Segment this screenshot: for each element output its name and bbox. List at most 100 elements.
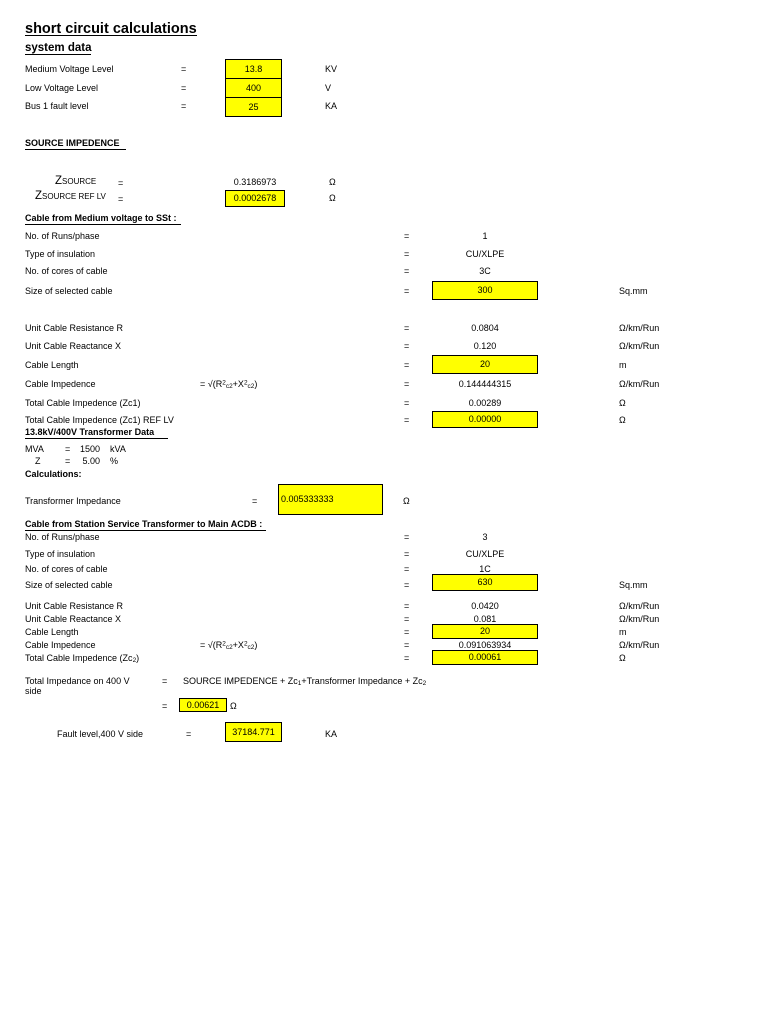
- value-cores-mv: 3C: [479, 266, 491, 276]
- input-low-voltage-level[interactable]: 400: [225, 78, 282, 98]
- equals-sign: =: [404, 415, 410, 425]
- unit-unit-reactance-acdb: Ω/km/Run: [619, 614, 660, 624]
- equals-sign: =: [65, 456, 71, 466]
- label-total-cable-impedance-zc1: Total Cable Impedence (Zc1): [25, 398, 141, 408]
- page-title: short circuit calculations: [25, 21, 197, 37]
- z-source-ref-lv-subscript: SOURCE REF LV: [42, 192, 106, 201]
- input-cable-size-mv[interactable]: 300: [432, 281, 538, 300]
- label-unit-resistance-mv: Unit Cable Resistance R: [25, 323, 124, 333]
- label-z-source-ref-lv: ZSOURCE REF LV: [35, 190, 106, 202]
- label-cable-length-acdb: Cable Length: [25, 627, 79, 637]
- unit-bus1-fault-level: KA: [325, 101, 338, 111]
- equals-sign: =: [404, 614, 410, 624]
- label-insulation-type-mv: Type of insulation: [25, 249, 96, 259]
- equals-sign: =: [404, 532, 410, 542]
- unit-unit-reactance-mv: Ω/km/Run: [619, 341, 660, 351]
- label-unit-resistance-acdb: Unit Cable Resistance R: [25, 601, 124, 611]
- equals-sign: =: [181, 101, 187, 111]
- equals-sign: =: [404, 640, 410, 650]
- equals-sign: =: [162, 701, 168, 711]
- unit-total-impedance: Ω: [230, 701, 237, 711]
- value-cores-acdb: 1C: [479, 564, 491, 574]
- unit-unit-resistance-acdb: Ω/km/Run: [619, 601, 660, 611]
- equals-sign: =: [404, 580, 410, 590]
- value-cable-impedance-mv: 0.144444315: [458, 379, 512, 389]
- equals-sign: =: [186, 729, 192, 739]
- label-bus1-fault-level: Bus 1 fault level: [25, 101, 89, 111]
- value-insulation-type-mv: CU/XLPE: [465, 249, 505, 259]
- equals-sign: =: [162, 676, 168, 686]
- value-cable-impedance-acdb: 0.091063934: [458, 640, 512, 650]
- label-cable-impedance-acdb: Cable Impedence: [25, 640, 96, 650]
- formula-cable-impedance-mv: = √(R2c2+X2c2): [200, 379, 258, 391]
- equals-sign: =: [404, 266, 410, 276]
- label-z-source: ZSOURCE: [55, 175, 96, 187]
- equals-sign: =: [404, 564, 410, 574]
- unit-cable-length-acdb: m: [619, 627, 627, 637]
- label-total-impedance-line2: side: [25, 686, 42, 696]
- label-cable-size-acdb: Size of selected cable: [25, 580, 113, 590]
- unit-total-cable-impedance-zc1-ref-lv: Ω: [619, 415, 626, 425]
- label-fault-level-400v: Fault level,400 V side: [57, 729, 144, 739]
- input-cable-size-acdb[interactable]: 630: [432, 574, 538, 591]
- value-z-source: 0.3186973: [233, 177, 277, 187]
- label-total-cable-impedance-zc2: Total Cable Impedence (Zc2): [25, 653, 140, 665]
- unit-fault-level-400v: KA: [325, 729, 338, 739]
- unit-transformer-z: %: [110, 456, 119, 466]
- equals-sign: =: [404, 653, 410, 663]
- equals-sign: =: [404, 286, 410, 296]
- input-cable-length-mv[interactable]: 20: [432, 355, 538, 374]
- unit-z-source-ref-lv: Ω: [329, 193, 336, 203]
- unit-unit-resistance-mv: Ω/km/Run: [619, 323, 660, 333]
- unit-transformer-mva: kVA: [110, 444, 126, 454]
- value-transformer-z: 5.00: [82, 456, 100, 466]
- value-unit-resistance-acdb: 0.0420: [471, 601, 499, 611]
- label-unit-reactance-acdb: Unit Cable Reactance X: [25, 614, 122, 624]
- unit-medium-voltage-level: KV: [325, 64, 338, 74]
- value-runs-per-phase-acdb: 3: [482, 532, 488, 542]
- value-total-cable-impedance-zc1: 0.00289: [468, 398, 502, 408]
- value-unit-reactance-acdb: 0.081: [473, 614, 497, 624]
- label-transformer-z: Z: [35, 456, 41, 466]
- unit-cable-length-mv: m: [619, 360, 627, 370]
- unit-low-voltage-level: V: [325, 83, 332, 93]
- equals-sign: =: [404, 360, 410, 370]
- equals-sign: =: [65, 444, 71, 454]
- label-transformer-impedance: Transformer Impedance: [25, 496, 121, 506]
- unit-total-cable-impedance-zc2: Ω: [619, 653, 626, 663]
- z-symbol: Z: [35, 190, 43, 202]
- value-insulation-type-acdb: CU/XLPE: [465, 549, 505, 559]
- unit-cable-impedance-mv: Ω/km/Run: [619, 379, 660, 389]
- label-insulation-type-acdb: Type of insulation: [25, 549, 96, 559]
- unit-transformer-impedance: Ω: [403, 496, 410, 506]
- input-z-source-ref-lv[interactable]: 0.0002678: [225, 190, 285, 207]
- input-total-cable-impedance-zc2[interactable]: 0.00061: [432, 650, 538, 665]
- value-unit-resistance-mv: 0.0804: [471, 323, 499, 333]
- equals-sign: =: [404, 341, 410, 351]
- input-transformer-impedance[interactable]: 0.005333333: [278, 484, 383, 515]
- value-runs-per-phase-mv: 1: [482, 231, 488, 241]
- input-bus1-fault-level[interactable]: 25: [225, 97, 282, 117]
- unit-total-cable-impedance-zc1: Ω: [619, 398, 626, 408]
- label-cable-size-mv: Size of selected cable: [25, 286, 113, 296]
- equals-sign: =: [404, 323, 410, 333]
- equals-sign: =: [404, 549, 410, 559]
- input-fault-level-400v[interactable]: 37184.771: [225, 722, 282, 742]
- equals-sign: =: [404, 379, 410, 389]
- input-cable-length-acdb[interactable]: 20: [432, 624, 538, 639]
- input-medium-voltage-level[interactable]: 13.8: [225, 59, 282, 79]
- section-title-cable-acdb: Cable from Station Service Transformer t…: [25, 519, 267, 531]
- label-total-cable-impedance-zc1-ref-lv: Total Cable Impedence (Zc1) REF LV: [25, 415, 174, 425]
- input-total-impedance-value[interactable]: 0.00621: [179, 698, 227, 712]
- formula-cable-impedance-acdb: = √(R2c2+X2c2): [200, 640, 258, 652]
- radical-icon: √: [207, 379, 213, 389]
- equals-sign: =: [404, 398, 410, 408]
- label-cable-length-mv: Cable Length: [25, 360, 79, 370]
- radical-icon: √: [207, 640, 213, 650]
- input-total-cable-impedance-zc1-ref-lv[interactable]: 0.00000: [432, 411, 538, 428]
- section-title-system-data: system data: [25, 42, 92, 55]
- label-medium-voltage-level: Medium Voltage Level: [25, 64, 114, 74]
- label-unit-reactance-mv: Unit Cable Reactance X: [25, 341, 122, 351]
- section-title-cable-mv: Cable from Medium voltage to SSt :: [25, 213, 181, 225]
- section-title-transformer: 13.8kV/400V Transformer Data: [25, 427, 169, 439]
